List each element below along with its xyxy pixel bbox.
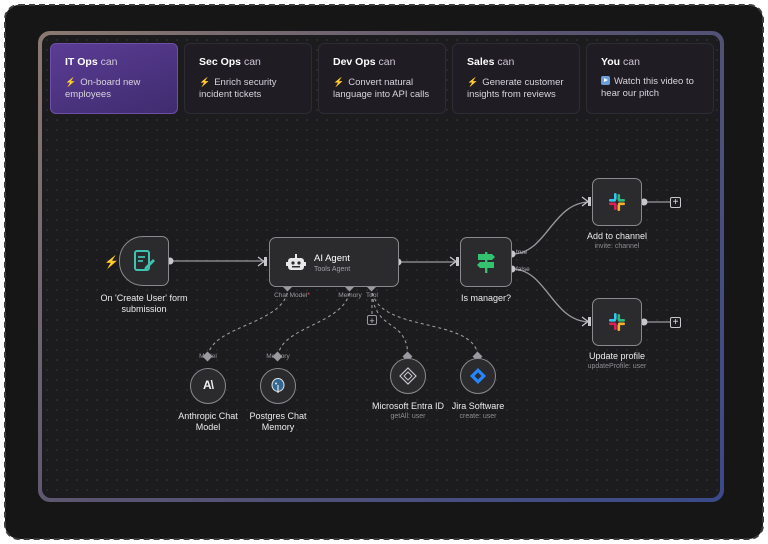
tab-description: Convert natural language into API calls [333,77,430,100]
tab-role: IT Ops [65,56,98,68]
add-to-channel-sub: invite: channel [594,243,640,250]
port-chat-model: Chat Model* [268,292,316,299]
slack-icon [609,193,625,211]
bolt-icon: ⚡ [467,77,479,87]
connection-memory [277,286,351,359]
memory-port-label: Memory [266,353,290,360]
update-profile-label: Update profile [588,351,646,361]
port-tool: Tool [366,292,378,299]
form-icon [134,250,155,271]
tab-role: Dev Ops [333,56,376,68]
jira-icon [470,368,486,384]
ai-agent-node[interactable]: AI Agent Tools Agent [269,237,399,287]
anthropic-model-node[interactable]: A\ [190,368,226,404]
model-port-label: Model [199,353,217,360]
add-to-channel-label: Add to channel [586,231,648,241]
tab-description: Generate customer insights from reviews [467,77,564,100]
jira-sub: create: user [459,413,497,420]
anthropic-label: Anthropic Chat Model [178,411,238,432]
tab-suffix: can [243,56,261,68]
slack-icon [609,313,625,331]
bolt-icon: ⚡ [333,77,345,87]
add-node-button[interactable]: + [670,317,681,328]
add-node-button[interactable]: + [670,197,681,208]
robot-icon [286,254,306,270]
tab-suffix: can [100,56,118,68]
connection-model [207,286,289,359]
agent-title: AI Agent [314,253,350,264]
workflow-canvas: IT Ops can ⚡On-board new employees Sec O… [42,35,720,498]
signpost-icon [477,252,495,273]
update-profile-sub: updateProfile: user [587,363,647,370]
tab-suffix: can [497,56,515,68]
tab-sales[interactable]: Sales can ⚡Generate customer insights fr… [452,43,580,114]
trigger-node[interactable] [119,236,169,286]
postgres-memory-node[interactable] [260,368,296,404]
condition-label: Is manager? [460,293,512,303]
tab-sec-ops[interactable]: Sec Ops can ⚡Enrich security incident ti… [184,43,312,114]
trigger-label: On 'Create User' form submission [100,293,188,314]
false-branch-label: false [516,266,530,273]
bolt-icon: ⚡ [65,77,77,87]
update-profile-node[interactable] [592,298,642,346]
condition-node[interactable] [460,237,512,287]
jira-label: Jira Software [451,401,505,411]
true-branch-label: true [516,249,528,256]
tab-role: You [601,56,621,68]
connection-true-branch [511,201,591,255]
tab-suffix: can [378,56,396,68]
add-to-channel-node[interactable] [592,178,642,226]
tab-description: Enrich security incident tickets [199,77,277,100]
play-video-icon [601,76,610,85]
bolt-icon: ⚡ [199,77,211,87]
entra-tool-node[interactable] [390,358,426,394]
anthropic-icon: A\ [203,378,214,392]
tab-role: Sales [467,56,495,68]
tab-suffix: can [622,56,640,68]
entra-sub: getAll: user [390,413,426,420]
add-tool-button[interactable]: + [367,315,377,326]
tab-it-ops[interactable]: IT Ops can ⚡On-board new employees [50,43,178,114]
required-mark: * [307,292,310,299]
tab-description: On-board new employees [65,77,141,100]
postgres-label: Postgres Chat Memory [249,411,307,432]
connection-entra [371,286,409,359]
tab-role: Sec Ops [199,56,242,68]
port-chat-model-text: Chat Model [274,292,308,299]
port-memory: Memory [338,292,362,299]
trigger-bolt-icon: ⚡ [104,255,119,269]
entra-icon [399,367,417,385]
entra-label: Microsoft Entra ID [371,401,445,411]
connection-false-branch [511,268,591,323]
agent-subtitle: Tools Agent [314,266,351,273]
tab-you[interactable]: You can Watch this video to hear our pit… [586,43,714,114]
tab-description: Watch this video to hear our pitch [601,76,694,99]
jira-tool-node[interactable] [460,358,496,394]
postgres-icon [271,378,285,393]
tab-dev-ops[interactable]: Dev Ops can ⚡Convert natural language in… [318,43,446,114]
